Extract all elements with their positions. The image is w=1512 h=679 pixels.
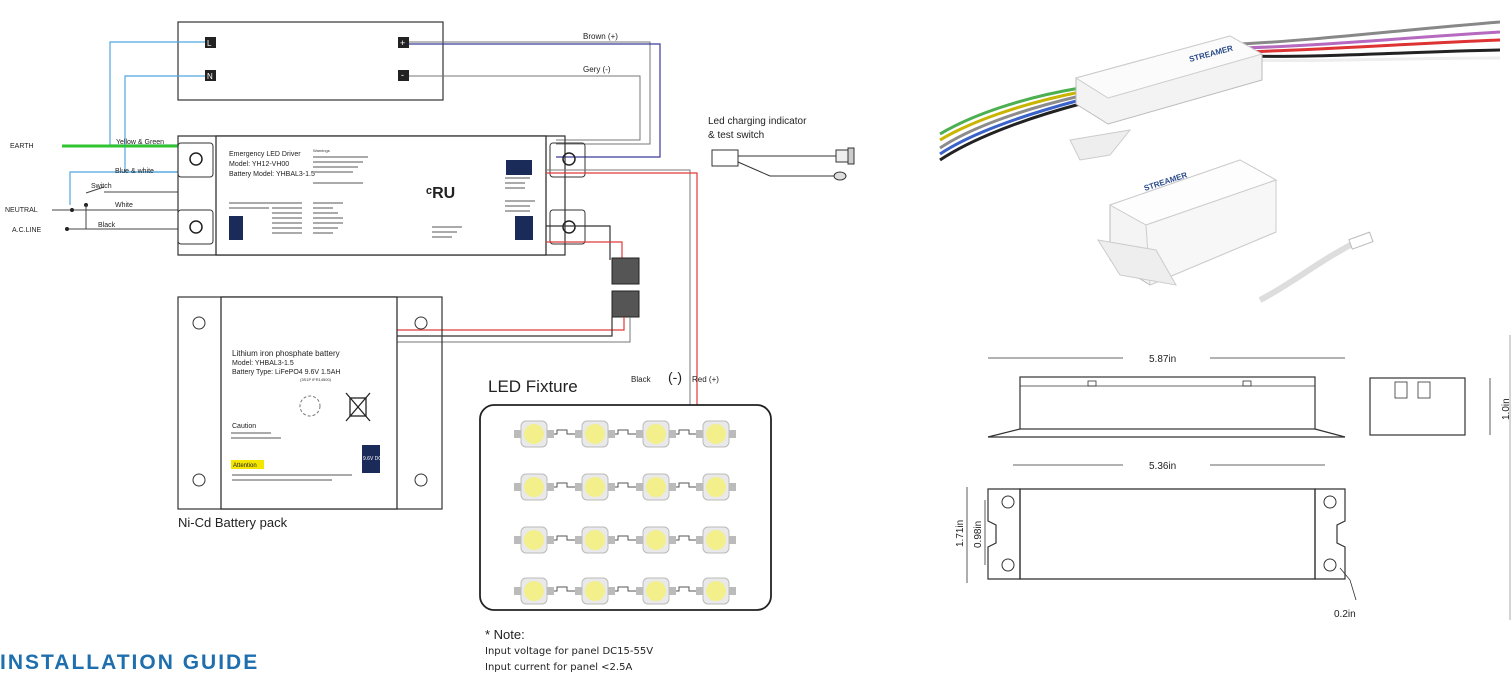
black-wire-label: Black <box>98 222 116 229</box>
recycle-icon <box>299 395 321 417</box>
connector-2 <box>611 290 640 318</box>
bin-crossed-icon <box>345 392 371 422</box>
product-photo: STREAMER STREAMER <box>939 20 1501 303</box>
dim-length-top: 5.87in <box>1149 354 1176 365</box>
terminal-l: L <box>207 39 212 48</box>
battery-line2: Model: YHBAL3-1.5 <box>232 360 294 367</box>
led-lens <box>524 424 544 444</box>
battery-line4: (3S1P IFR14500) <box>300 377 332 382</box>
emergency-driver: Emergency LED Driver Model: YH12-VH00 Ba… <box>177 135 586 256</box>
note-line-2: Input current for panel <2.5A <box>485 662 633 673</box>
led-lens <box>706 530 726 550</box>
battery-pack: Lithium iron phosphate battery Model: YH… <box>177 296 443 510</box>
battery-caution: Caution <box>232 423 256 430</box>
led-array <box>514 420 736 605</box>
ul-mark: ᶜRU <box>426 185 455 202</box>
led-lens <box>706 581 726 601</box>
battery-badge: 9.6V DC <box>363 456 382 462</box>
led-lens <box>524 530 544 550</box>
led-link <box>670 429 703 435</box>
dim-inner-width: 0.98in <box>973 521 984 548</box>
brown-wire <box>409 43 661 158</box>
led-fixture <box>479 404 772 611</box>
switch-label: Switch <box>91 183 112 190</box>
driver-line1: Emergency LED Driver <box>229 151 301 158</box>
note-line-1: Input voltage for panel DC15-55V <box>485 646 654 657</box>
led-lens <box>585 530 605 550</box>
neutral-label: NEUTRAL <box>5 207 38 214</box>
indicator-label-1: Led charging indicator <box>708 116 807 127</box>
led-link <box>609 482 642 488</box>
driver-line3: Battery Model: YHBAL3-1.5 <box>229 171 315 178</box>
red-plus-label: Red (+) <box>692 375 719 384</box>
blue-white-label: Blue & white <box>115 168 154 175</box>
led-link <box>670 586 703 592</box>
led-link <box>670 535 703 541</box>
aline-label: A.C.LINE <box>12 227 42 234</box>
led-lens <box>706 477 726 497</box>
red-wire <box>546 172 698 405</box>
indicator-switch-icon <box>711 147 855 181</box>
terminal-n: N <box>207 72 213 81</box>
led-link <box>548 535 581 541</box>
led-link <box>670 482 703 488</box>
dim-height: 1.0in <box>1501 398 1512 420</box>
led-lens <box>585 477 605 497</box>
earth-label: EARTH <box>10 143 34 150</box>
led-lens <box>585 424 605 444</box>
led-lens <box>524 581 544 601</box>
dim-length-bottom: 5.36in <box>1149 461 1176 472</box>
led-lens <box>646 424 666 444</box>
connector-1 <box>611 257 640 285</box>
grey-label: Gery (-) <box>583 65 611 74</box>
indicator-label-2: & test switch <box>708 130 764 141</box>
brown-label: Brown (+) <box>583 32 618 41</box>
dim-hole: 0.2in <box>1334 609 1356 620</box>
battery-line3: Battery Type: LiFePO4 9.6V 1.5AH <box>232 369 340 376</box>
minus-symbol: (-) <box>668 369 682 385</box>
battery-line1: Lithium iron phosphate battery <box>232 349 340 358</box>
driver-warning: Warnings <box>313 148 330 153</box>
yellow-green-label: Yellow & Green <box>116 139 164 146</box>
dim-outer-width: 1.71in <box>955 520 966 547</box>
led-lens <box>646 530 666 550</box>
black-minus-label: Black <box>631 375 652 384</box>
led-lens <box>585 581 605 601</box>
led-lens <box>646 477 666 497</box>
led-link <box>548 482 581 488</box>
note-title: * Note: <box>485 627 525 642</box>
led-link <box>609 429 642 435</box>
driver-line2: Model: YH12-VH00 <box>229 161 289 168</box>
led-panel-box <box>177 21 444 101</box>
led-fixture-title: LED Fixture <box>488 377 578 396</box>
led-link <box>609 535 642 541</box>
dimension-drawing <box>966 335 1511 620</box>
battery-attention: Attention <box>233 463 257 469</box>
installation-guide-title: INSTALLATION GUIDE <box>0 651 260 674</box>
led-lens <box>706 424 726 444</box>
terminal-plus: + <box>400 38 405 48</box>
led-lens <box>524 477 544 497</box>
ni-cd-label: Ni-Cd Battery pack <box>178 515 288 530</box>
led-link <box>548 586 581 592</box>
terminal-minus: - <box>401 70 404 80</box>
white-label: White <box>115 202 133 209</box>
led-lens <box>646 581 666 601</box>
led-link <box>548 429 581 435</box>
led-link <box>609 586 642 592</box>
